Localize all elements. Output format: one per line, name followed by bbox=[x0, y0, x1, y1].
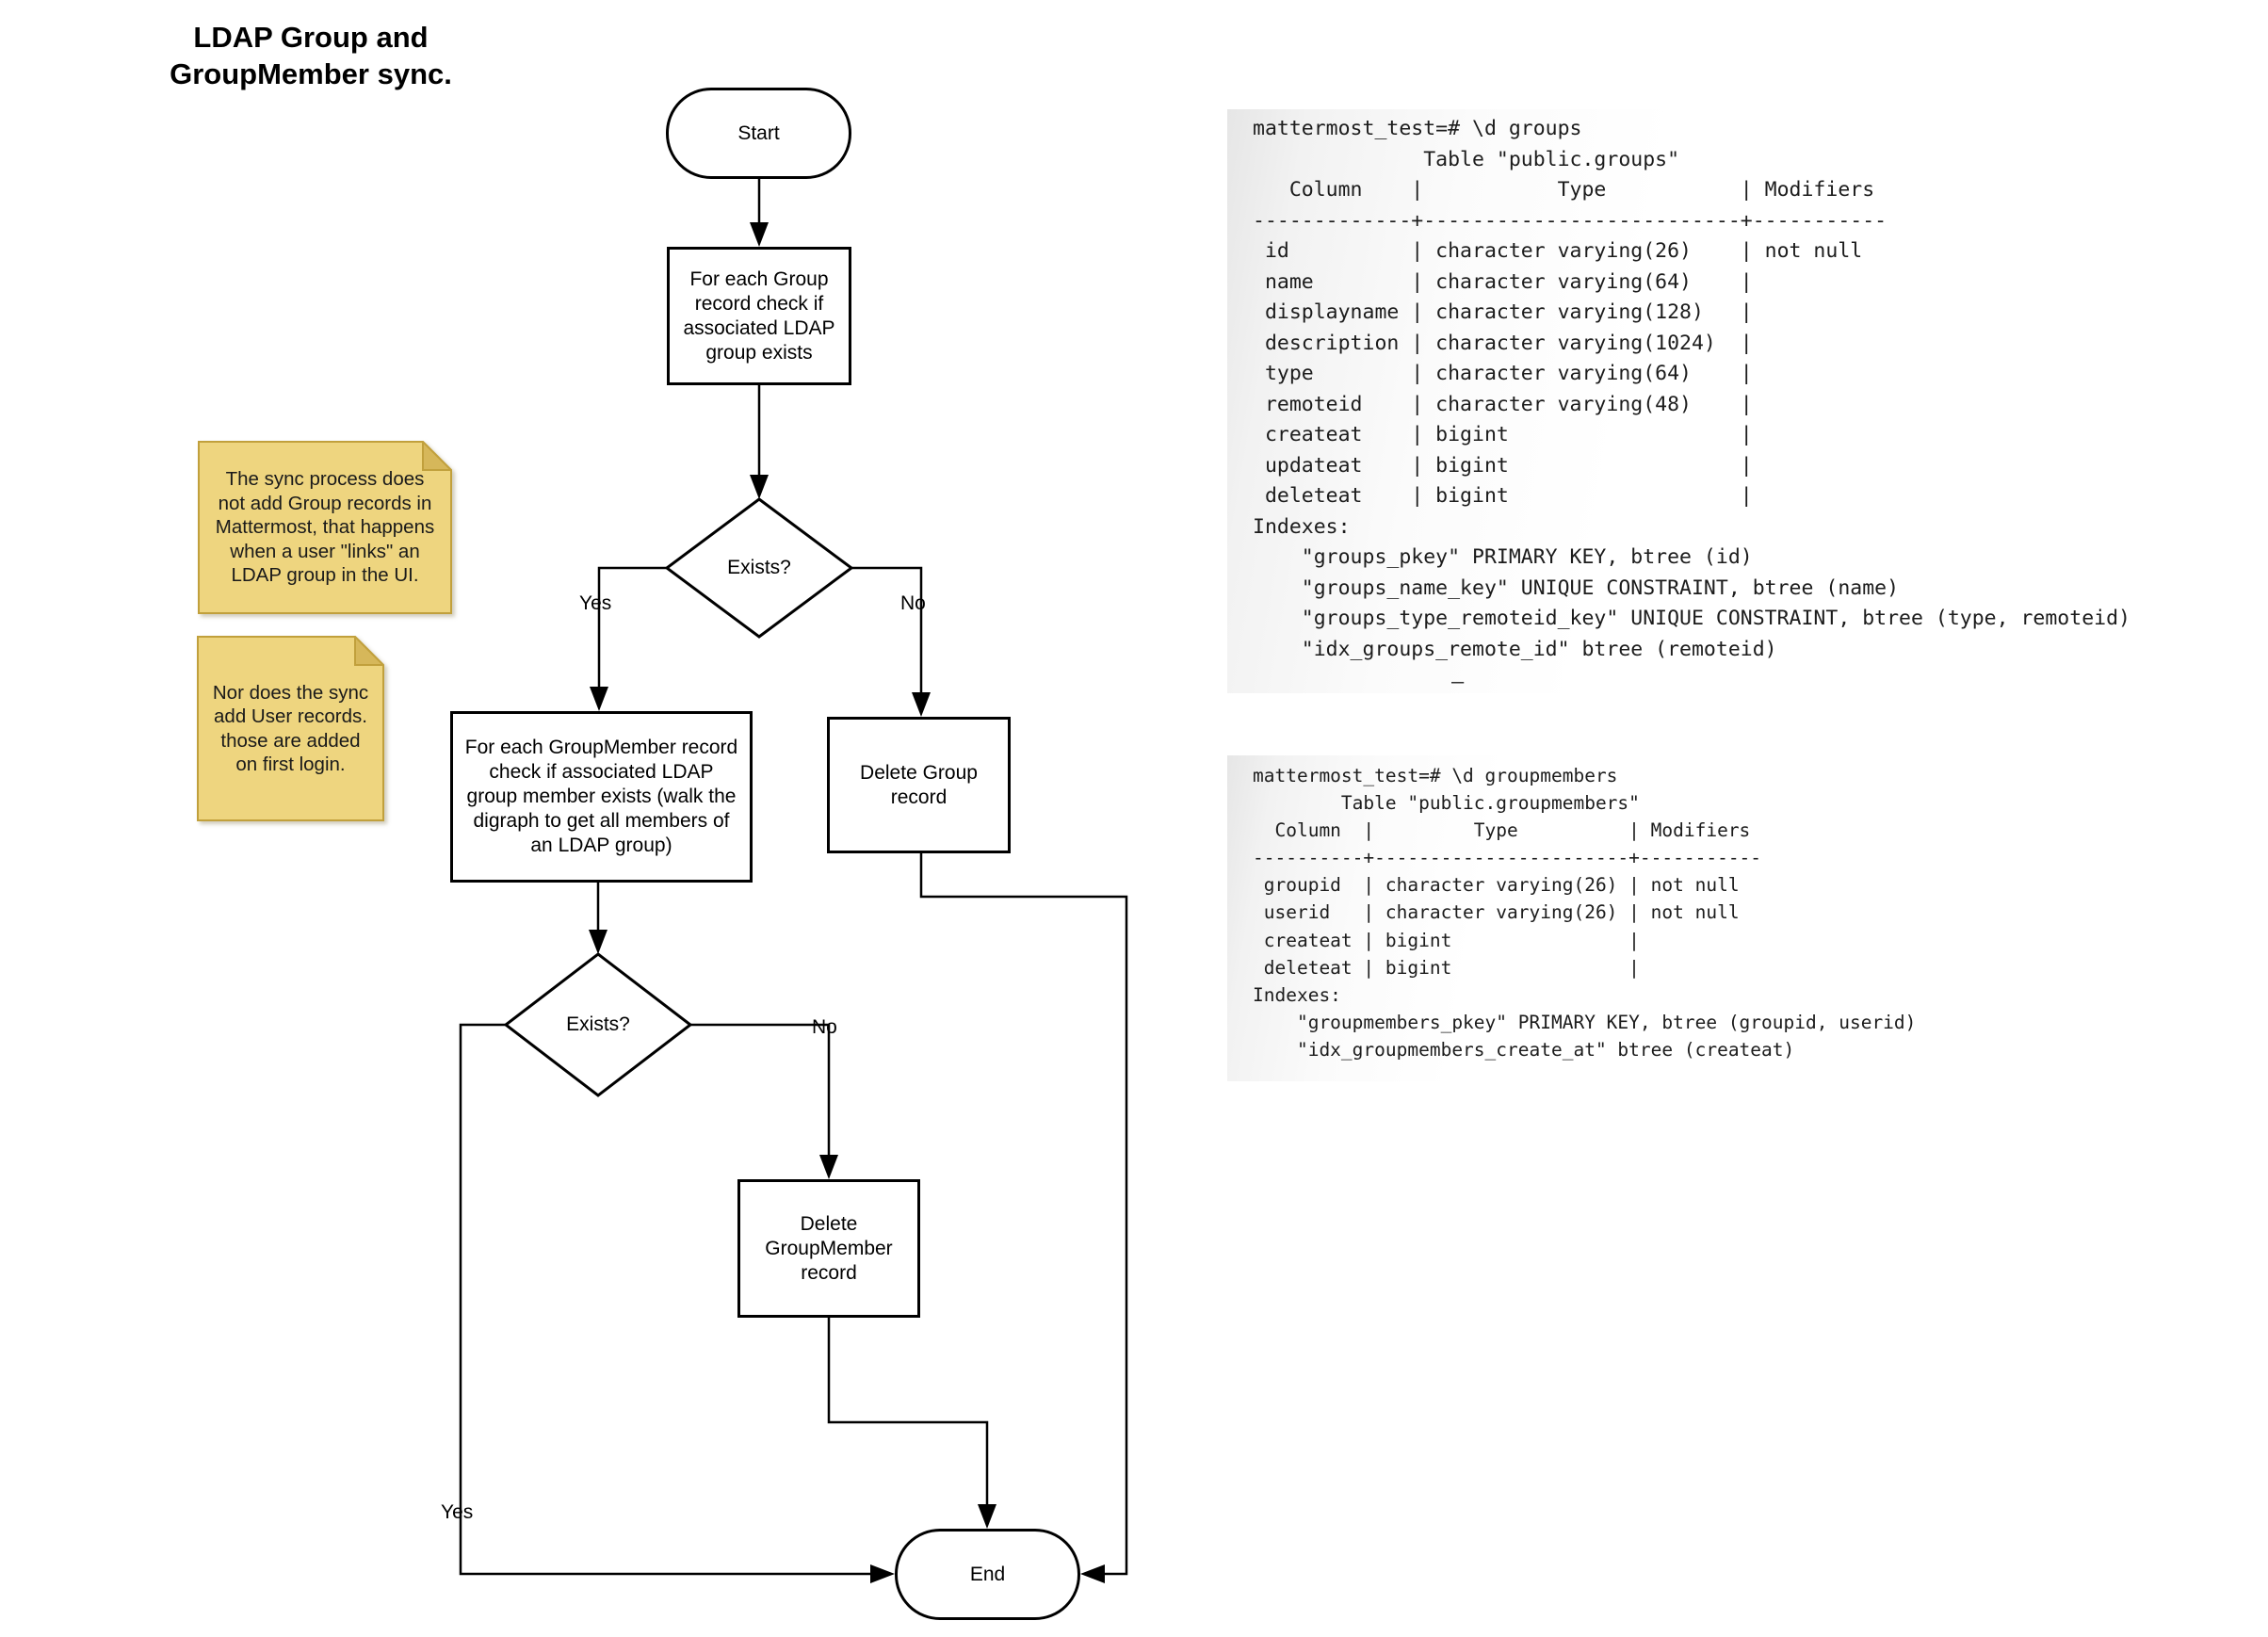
process-check-group-label: For each Group record check if associate… bbox=[683, 267, 835, 364]
folded-corner bbox=[422, 441, 452, 471]
edge-label-yes-2: Yes bbox=[441, 1501, 474, 1523]
edge-exists1-yes bbox=[597, 566, 667, 689]
edge-exists1-no bbox=[851, 566, 923, 694]
arrowhead bbox=[1080, 1564, 1105, 1583]
psql-groups-output: mattermost_test=# \d groups Table "publi… bbox=[1253, 117, 2130, 661]
edge-label-yes-1: Yes bbox=[579, 592, 612, 614]
arrowhead bbox=[589, 930, 608, 954]
arrowhead bbox=[750, 475, 769, 499]
stray-dash: – bbox=[1451, 671, 1465, 694]
process-delete-groupmember-label: Delete GroupMember record bbox=[765, 1212, 893, 1284]
edge-label-no-2: No bbox=[812, 1016, 837, 1038]
process-check-group: For each Group record check if associate… bbox=[667, 247, 851, 385]
psql-groups-background bbox=[1227, 109, 1943, 693]
edge-delete-group-to-end bbox=[919, 853, 1128, 1576]
process-delete-group-label: Delete Group record bbox=[860, 761, 978, 808]
psql-groupmembers-background bbox=[1227, 755, 1677, 1081]
arrowhead bbox=[590, 687, 608, 711]
end-node-label: End bbox=[969, 1563, 1006, 1585]
sticky-note-text: Nor does the sync add User records. thos… bbox=[212, 681, 369, 776]
decision-exists-2-label: Exists? bbox=[566, 1013, 630, 1035]
arrowhead bbox=[978, 1504, 996, 1529]
decision-exists-2 bbox=[503, 952, 693, 1097]
start-node-label: Start bbox=[737, 122, 780, 144]
edge-delete-groupmember-to-end bbox=[827, 1318, 989, 1506]
sticky-note-shape bbox=[197, 636, 384, 821]
start-node: Start bbox=[666, 88, 851, 179]
arrowhead bbox=[819, 1155, 838, 1179]
psql-groupmembers-output: mattermost_test=# \d groupmembers Table … bbox=[1253, 765, 1917, 1061]
edge-label-no-1: No bbox=[900, 592, 926, 614]
edge-exists2-yes-to-end bbox=[459, 1023, 872, 1576]
arrowhead bbox=[750, 222, 769, 247]
folded-corner bbox=[354, 636, 384, 666]
decision-exists-1-label: Exists? bbox=[727, 557, 791, 578]
end-node: End bbox=[895, 1529, 1080, 1620]
sticky-note-text: The sync process does not add Group reco… bbox=[215, 468, 435, 587]
process-check-groupmember-label: For each GroupMember record check if ass… bbox=[464, 737, 738, 856]
edge-exists2-no bbox=[690, 1023, 831, 1157]
decision-exists-1 bbox=[664, 497, 854, 639]
arrowhead bbox=[870, 1564, 895, 1583]
process-check-groupmember: For each GroupMember record check if ass… bbox=[450, 711, 753, 883]
process-delete-groupmember: Delete GroupMember record bbox=[737, 1179, 920, 1318]
arrowhead bbox=[912, 692, 931, 717]
sticky-note-sync-users: Nor does the sync add User records. thos… bbox=[197, 636, 384, 821]
sticky-note-shape bbox=[198, 441, 452, 614]
process-delete-group: Delete Group record bbox=[827, 717, 1011, 853]
sticky-note-sync-groups: The sync process does not add Group reco… bbox=[198, 441, 452, 614]
diagram-title: LDAP Group and GroupMember sync. bbox=[170, 21, 452, 90]
